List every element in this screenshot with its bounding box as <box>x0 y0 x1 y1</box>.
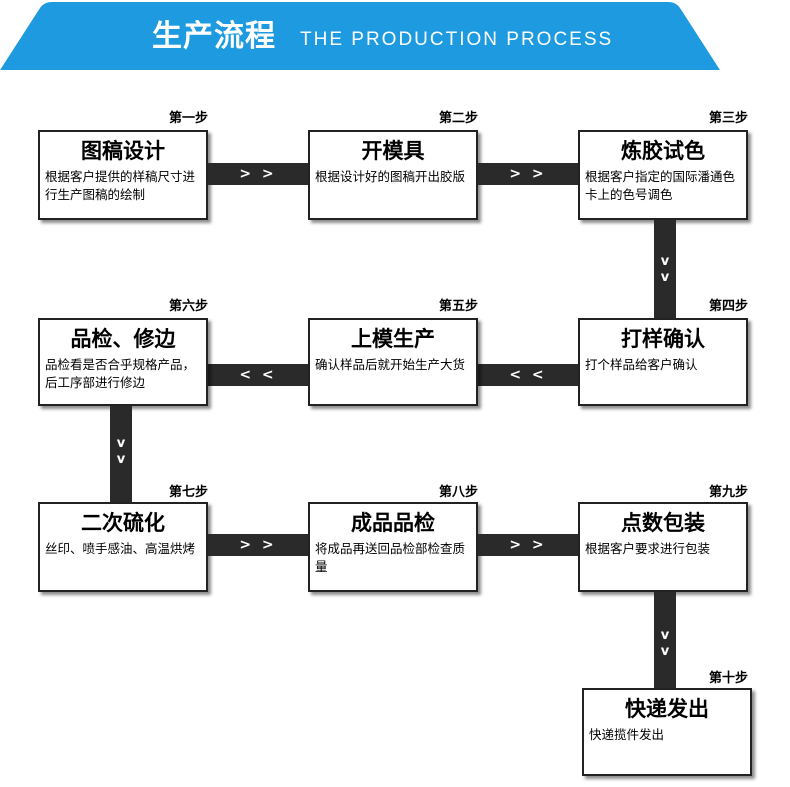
arrow-6-7-glyph-b: v <box>116 452 126 467</box>
step-7-box: 二次硫化 丝印、喷手感油、高温烘烤 <box>38 502 208 592</box>
step-4-label: 第四步 <box>708 299 748 314</box>
arrow-9-10-glyph-b: v <box>660 644 670 659</box>
arrow-1-2: > > <box>208 163 308 185</box>
step-1-label: 第一步 <box>168 111 208 126</box>
step-10-label: 第十步 <box>708 671 748 686</box>
arrow-6-7-glyph-a: v <box>116 436 126 451</box>
step-5-label: 第五步 <box>438 299 478 314</box>
step-4-title: 打样确认 <box>621 327 705 351</box>
arrow-3-4-glyph-b: v <box>660 270 670 285</box>
step-7-label: 第七步 <box>168 485 208 500</box>
step-3-desc: 根据客户指定的国际潘通色卡上的色号调色 <box>585 169 736 202</box>
step-1-box: 图稿设计 根据客户提供的样稿尺寸进行生产图稿的绘制 <box>38 130 208 220</box>
step-9-box: 点数包装 根据客户要求进行包装 <box>578 502 748 592</box>
step-6-desc: 品检看是否合乎规格产品，后工序部进行修边 <box>45 357 196 390</box>
step-7-desc: 丝印、喷手感油、高温烘烤 <box>45 541 196 556</box>
step-4-box: 打样确认 打个样品给客户确认 <box>578 318 748 406</box>
arrow-9-10: v v <box>654 592 676 688</box>
arrow-4-5: < < <box>478 364 578 386</box>
step-9-desc: 根据客户要求进行包装 <box>585 541 711 556</box>
step-10-desc: 快递揽件发出 <box>589 727 665 742</box>
arrow-7-8: > > <box>208 534 308 556</box>
step-3-label: 第三步 <box>708 111 748 126</box>
step-8-label: 第八步 <box>438 485 478 500</box>
step-5-title: 上模生产 <box>351 327 435 351</box>
step-4-desc: 打个样品给客户确认 <box>585 357 698 372</box>
arrow-3-4: v v <box>654 220 676 318</box>
step-8-title: 成品品检 <box>351 511 435 535</box>
step-8-box: 成品品检 将成品再送回品检部检查质量 <box>308 502 478 592</box>
step-10-box: 快递发出 快递揽件发出 <box>582 688 752 776</box>
arrow-9-10-glyph-a: v <box>660 628 670 643</box>
arrow-5-6: < < <box>208 364 308 386</box>
step-6-box: 品检、修边 品检看是否合乎规格产品，后工序部进行修边 <box>38 318 208 406</box>
banner-title-cn: 生产流程 <box>152 19 276 54</box>
step-6-title: 品检、修边 <box>70 327 176 351</box>
step-10-title: 快递发出 <box>625 697 709 721</box>
step-2-desc: 根据设计好的图稿开出胶版 <box>315 169 466 184</box>
step-1-desc: 根据客户提供的样稿尺寸进行生产图稿的绘制 <box>45 169 196 202</box>
step-5-desc: 确认样品后就开始生产大货 <box>315 357 466 372</box>
banner-title-en: THE PRODUCTION PROCESS <box>300 29 614 50</box>
step-3-title: 炼胶试色 <box>621 139 705 163</box>
arrow-6-7: v v <box>110 406 132 502</box>
header-banner: 生产流程 THE PRODUCTION PROCESS <box>0 0 790 80</box>
step-7-title: 二次硫化 <box>81 511 165 535</box>
banner-shape <box>0 2 720 70</box>
step-2-title: 开模具 <box>361 139 425 163</box>
step-9-label: 第九步 <box>708 485 748 500</box>
step-8-desc: 将成品再送回品检部检查质量 <box>315 541 466 574</box>
step-1-title: 图稿设计 <box>81 139 165 163</box>
step-6-label: 第六步 <box>168 299 208 314</box>
arrow-2-3: > > <box>478 163 578 185</box>
arrow-8-9: > > <box>478 534 578 556</box>
step-9-title: 点数包装 <box>621 511 705 535</box>
step-5-box: 上模生产 确认样品后就开始生产大货 <box>308 318 478 406</box>
arrow-3-4-glyph-a: v <box>660 254 670 269</box>
step-2-label: 第二步 <box>438 111 478 126</box>
step-3-box: 炼胶试色 根据客户指定的国际潘通色卡上的色号调色 <box>578 130 748 220</box>
step-2-box: 开模具 根据设计好的图稿开出胶版 <box>308 130 478 220</box>
